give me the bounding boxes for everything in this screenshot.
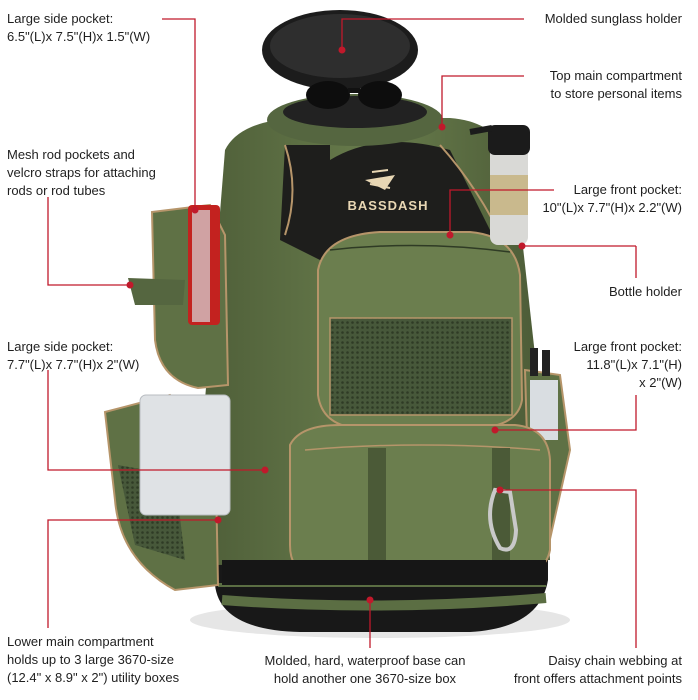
callout-sunglass-holder: Molded sunglass holder [545,10,682,28]
callout-top-main-compartment: Top main compartment to store personal i… [550,67,682,103]
callout-spec: 6.5"(L)x 7.5"(H)x 1.5"(W) [7,29,151,44]
callout-bottle-holder: Bottle holder [609,283,682,301]
callout-line: 11.8"(L)x 7.1"(H) [586,357,682,372]
callout-line: to store personal items [550,86,682,101]
callout-line: (12.4" x 8.9" x 2") utility boxes [7,670,180,685]
logo-text: BASSDASH [348,198,429,213]
callout-daisy-chain: Daisy chain webbing at front offers atta… [514,652,682,688]
rod-strap [128,278,185,305]
callout-line: x 2"(W) [639,375,682,390]
callout-line: Molded, hard, waterproof base can [264,653,466,668]
callout-spec: 10"(L)x 7.7"(H)x 2.2"(W) [542,200,682,215]
bassdash-logo: BASSDASH [348,169,429,213]
callout-title: Bottle holder [609,284,682,299]
callout-waterproof-base: Molded, hard, waterproof base can hold a… [245,652,485,688]
callout-large-side-pocket-bottom: Large side pocket: 7.7"(L)x 7.7"(H)x 2"(… [7,338,139,374]
callout-line: velcro straps for attaching [7,165,156,180]
callout-line: Large front pocket: [573,339,682,354]
callout-title: Molded sunglass holder [544,11,682,26]
callout-line: holds up to 3 large 3670-size [7,652,174,667]
utility-box-clear [139,394,231,516]
callout-lower-main-compartment: Lower main compartment holds up to 3 lar… [7,633,179,687]
callout-large-front-pocket-upper: Large front pocket: 10"(L)x 7.7"(H)x 2.2… [542,181,682,217]
callout-line: rods or rod tubes [7,183,106,198]
callout-title: Large front pocket: [573,182,682,197]
callout-title: Large side pocket: [7,339,114,354]
callout-line: Mesh rod pockets and [7,147,135,162]
callout-line: hold another one 3670-size box [273,671,457,686]
callout-large-side-pocket-top: Large side pocket: 6.5"(L)x 7.5"(H)x 1.5… [7,10,150,46]
daisy-chain-strap [368,448,386,568]
callout-title: Large side pocket: [7,11,114,26]
black-front-panel [280,142,505,260]
callout-line: Top main compartment [549,68,682,83]
callout-mesh-rod-pockets: Mesh rod pockets and velcro straps for a… [7,146,156,200]
sunglasses [306,81,402,109]
callout-line: front offers attachment points [513,671,682,686]
callout-spec: 7.7"(L)x 7.7"(H)x 2"(W) [7,357,140,372]
callout-line: Lower main compartment [7,634,154,649]
callout-large-front-pocket-lower: Large front pocket: 11.8"(L)x 7.1"(H) x … [574,338,682,392]
callout-line: Daisy chain webbing at [548,653,682,668]
